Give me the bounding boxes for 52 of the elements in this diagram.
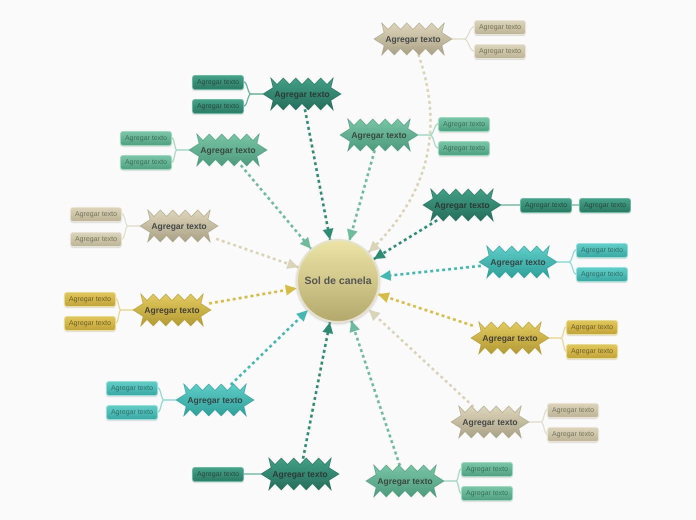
dotted-arrow — [216, 238, 299, 269]
node-label: Agregar texto — [274, 89, 330, 99]
starburst-node — [366, 465, 444, 497]
dotted-arrow — [208, 284, 297, 305]
dotted-arrow — [302, 322, 334, 460]
starburst-node — [423, 189, 501, 221]
starburst-node — [374, 23, 452, 55]
node-label: Agregar texto — [385, 34, 441, 44]
node-label: Agregar texto — [482, 333, 538, 343]
connector-line — [158, 399, 176, 412]
node-label: Agregar texto — [144, 305, 200, 315]
node-label: Agregar texto — [377, 476, 433, 486]
connector-line — [501, 204, 520, 206]
dotted-arrow — [240, 164, 312, 250]
node-label: Agregar texto — [151, 221, 207, 231]
starburst-node — [140, 210, 218, 242]
connector-line — [122, 225, 140, 240]
starburst-node — [263, 78, 341, 110]
node-label: Agregar texto — [351, 130, 407, 140]
node-label: Agregar texto — [200, 145, 256, 155]
connector-line — [244, 473, 261, 475]
connector-line — [418, 134, 438, 149]
starburst-node — [133, 294, 211, 326]
starburst-node — [340, 119, 418, 151]
connector-line — [444, 480, 462, 494]
node-label: Agregar texto — [490, 257, 546, 267]
connector-line — [244, 93, 263, 107]
connector-line — [557, 261, 576, 275]
node-label: Agregar texto — [434, 200, 490, 210]
central-topic: Sol de canela — [296, 239, 380, 323]
connector-line — [529, 421, 548, 434]
connector-line — [116, 309, 133, 324]
node-label: Agregar texto — [187, 395, 243, 405]
dotted-arrow — [368, 54, 432, 254]
connector-line — [172, 149, 189, 162]
dotted-arrow — [347, 150, 376, 241]
dotted-arrow — [368, 308, 474, 408]
connector-line — [549, 337, 566, 352]
starburst-node — [479, 246, 557, 278]
starburst-node — [471, 322, 549, 354]
starburst-node — [176, 384, 254, 416]
dotted-arrow — [304, 108, 334, 240]
dotted-arrow — [230, 309, 309, 386]
node-label: Agregar texto — [272, 469, 328, 479]
starburst-node — [261, 458, 339, 490]
starburst-node — [189, 134, 267, 166]
dotted-arrow — [350, 320, 402, 466]
node-label: Agregar texto — [462, 417, 518, 427]
connector-line — [452, 38, 474, 52]
starburst-node — [451, 406, 529, 438]
dotted-arrow — [380, 264, 482, 281]
dotted-arrow — [373, 219, 438, 260]
